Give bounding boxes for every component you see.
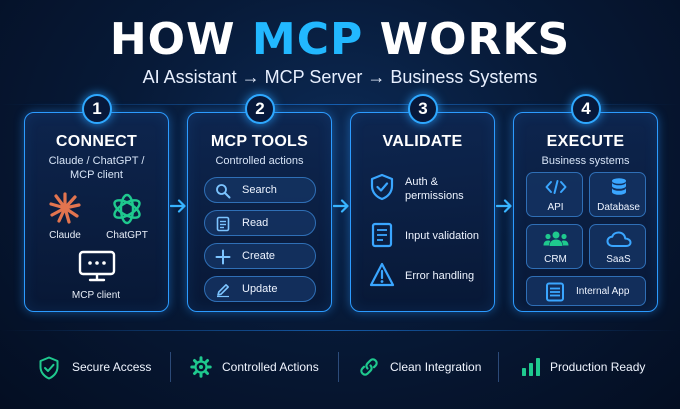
cloud-icon xyxy=(606,231,632,247)
feature-label: Clean Integration xyxy=(390,360,482,374)
claude-logo xyxy=(49,192,81,224)
feature-divider xyxy=(170,352,171,382)
tool-label: Search xyxy=(242,184,277,196)
flow-arrow-2 xyxy=(333,199,349,213)
page-title: HOW MCP WORKS xyxy=(0,14,680,66)
step-subtitle-line1: Claude / ChatGPT / xyxy=(48,155,145,167)
system-api[interactable]: API xyxy=(526,172,583,217)
feature-strip: Secure Access Controlled Actions xyxy=(20,344,660,392)
tool-create[interactable]: Create xyxy=(204,243,316,269)
check-label: Input validation xyxy=(405,230,479,242)
step-2-number: 2 xyxy=(245,94,275,124)
warning-icon xyxy=(369,262,395,287)
mcp-client-label: MCP client xyxy=(71,290,121,301)
flow-arrow-1 xyxy=(170,199,186,213)
check-label: Error handling xyxy=(405,270,475,282)
step-subtitle: Business systems xyxy=(541,155,630,167)
search-icon xyxy=(216,184,231,199)
checklist-icon xyxy=(371,222,393,248)
check-label-line1: Auth & xyxy=(405,176,439,188)
step-title: EXECUTE xyxy=(546,133,625,150)
feature-divider xyxy=(498,352,499,382)
system-label: Internal App xyxy=(576,286,630,297)
step-card-connect: CONNECT Claude / ChatGPT / MCP client Cl… xyxy=(24,112,169,312)
feature-divider xyxy=(338,352,339,382)
shield-check-icon xyxy=(39,356,59,380)
tool-read[interactable]: Read xyxy=(204,210,316,236)
tool-label: Read xyxy=(242,217,269,229)
claude-label: Claude xyxy=(49,230,81,241)
document-icon xyxy=(216,216,230,232)
top-glow-line xyxy=(0,104,680,105)
tool-label: Create xyxy=(242,250,276,262)
step-4-number: 4 xyxy=(571,94,601,124)
title-prefix: HOW xyxy=(109,14,236,65)
page-subtitle: AI Assistant → MCP Server → Business Sys… xyxy=(142,67,538,87)
title-highlight: MCP xyxy=(251,14,364,65)
step-card-mcp-tools: MCP TOOLS Controlled actions Search Read… xyxy=(187,112,332,312)
system-saas[interactable]: SaaS xyxy=(589,224,646,269)
system-label: CRM xyxy=(544,254,567,265)
step-subtitle: Controlled actions xyxy=(215,155,304,167)
step-card-execute: EXECUTE Business systems API Database CR… xyxy=(513,112,658,312)
database-icon xyxy=(612,178,626,195)
step-title: CONNECT xyxy=(55,133,138,150)
step-title: VALIDATE xyxy=(382,133,463,150)
flow-arrow-3 xyxy=(496,199,512,213)
tool-label: Update xyxy=(242,283,278,295)
step-subtitle-line2: MCP client xyxy=(70,169,123,181)
step-1-number: 1 xyxy=(82,94,112,124)
bar-chart-icon xyxy=(522,358,540,376)
title-suffix: WORKS xyxy=(379,14,571,65)
system-database[interactable]: Database xyxy=(589,172,646,217)
step-3-number: 3 xyxy=(408,94,438,124)
shield-check-icon xyxy=(370,173,394,201)
system-label: SaaS xyxy=(606,254,631,265)
bottom-glow-line xyxy=(0,330,680,331)
tool-update[interactable]: Update xyxy=(204,276,316,302)
tool-search[interactable]: Search xyxy=(204,177,316,203)
system-label: Database xyxy=(597,202,640,213)
system-label: API xyxy=(547,202,564,213)
feature-label: Secure Access xyxy=(72,360,152,374)
plus-icon xyxy=(215,249,231,265)
step-title: MCP TOOLS xyxy=(210,133,309,150)
step-card-validate: VALIDATE Auth & permissions Input valida… xyxy=(350,112,495,312)
system-crm[interactable]: CRM xyxy=(526,224,583,269)
users-icon xyxy=(543,231,569,246)
monitor-icon xyxy=(78,250,116,282)
check-label-line2: permissions xyxy=(405,190,464,202)
code-icon xyxy=(545,180,567,194)
pencil-icon xyxy=(217,284,229,298)
chatgpt-label: ChatGPT xyxy=(106,230,148,241)
system-internal-app[interactable]: Internal App xyxy=(526,276,646,306)
chatgpt-logo xyxy=(113,193,141,225)
feature-label: Controlled Actions xyxy=(222,360,319,374)
server-icon xyxy=(546,282,564,302)
link-icon xyxy=(360,358,378,376)
feature-label: Production Ready xyxy=(550,360,646,374)
gear-icon xyxy=(190,356,212,378)
